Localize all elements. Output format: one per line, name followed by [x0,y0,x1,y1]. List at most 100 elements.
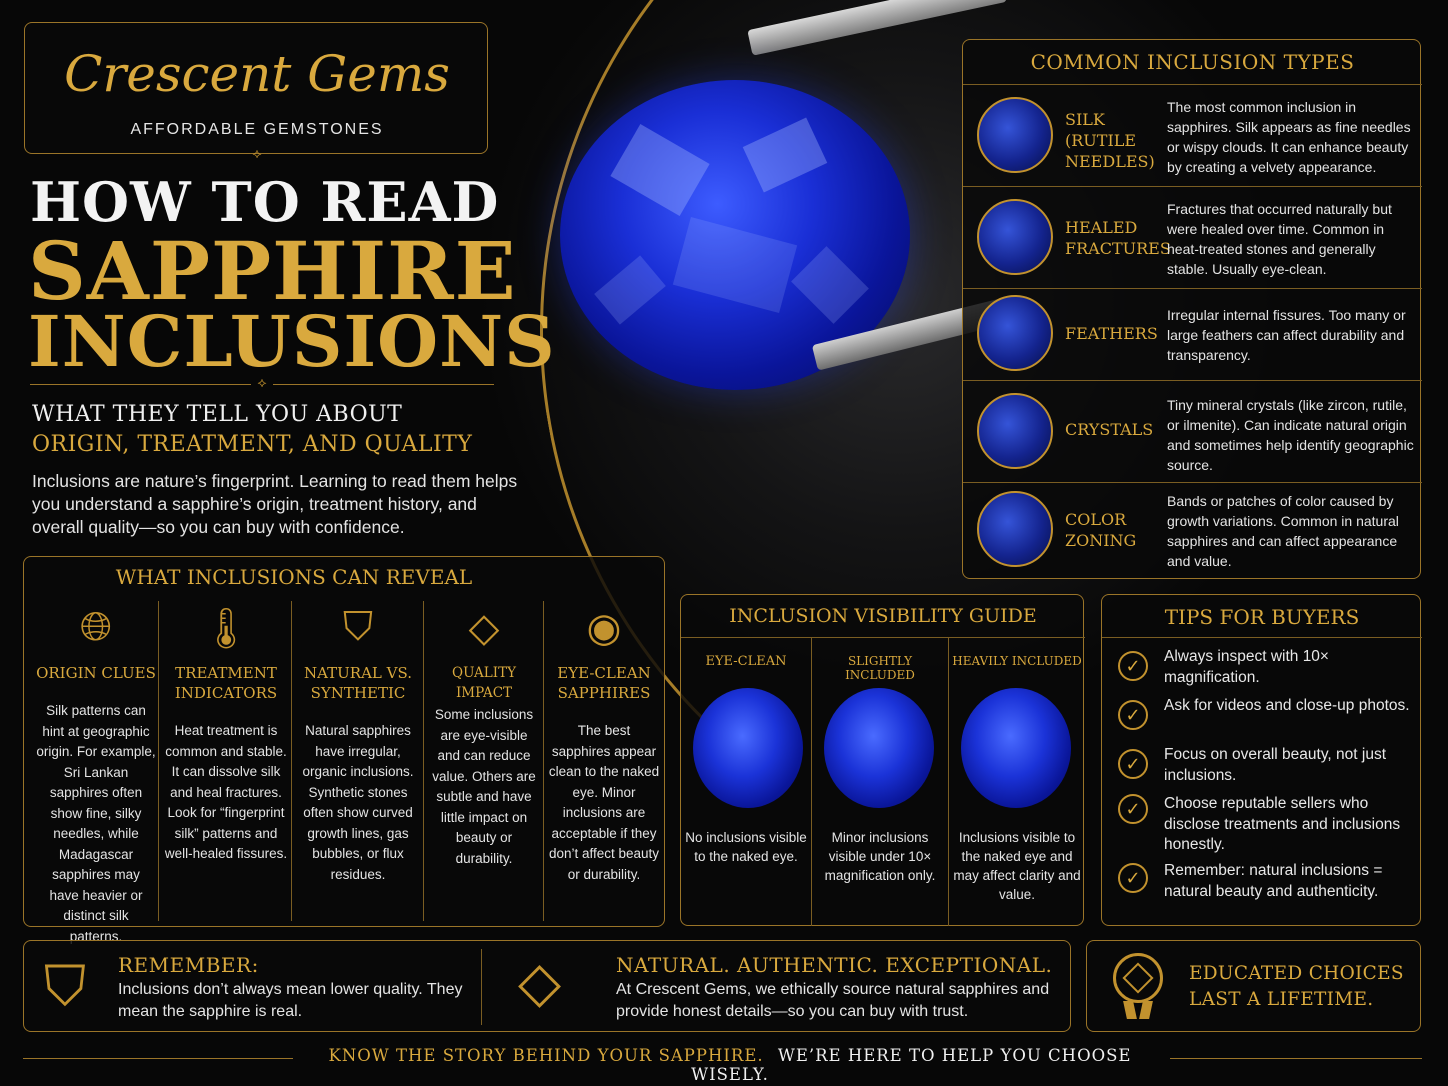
column-divider [948,638,949,926]
visibility-level: EYE-CLEAN No inclusions visible to the n… [681,638,811,926]
reveal-item: 🌐︎ ORIGIN CLUES Silk patterns can hint a… [32,601,160,944]
educated-choices-panel: EDUCATED CHOICES LAST A LIFETIME. [1086,940,1421,1032]
thermometer-icon: 🌡︎ [200,607,252,651]
inclusion-type-row: FEATHERS Irregular internal fissures. To… [963,288,1422,380]
title-divider [681,637,1085,638]
visibility-level-name: EYE-CLEAN [705,654,787,669]
what-inclusions-can-reveal-panel: WHAT INCLUSIONS CAN REVEAL 🌐︎ ORIGIN CLU… [23,556,665,944]
reveal-item: ◇ QUALITY IMPACT Some inclusions are eye… [424,601,544,923]
headline-line2: SAPPHIRE [28,224,517,318]
inclusion-type-description: Irregular internal fissures. Too many or… [1167,307,1406,363]
inclusion-type-row: COLOR ZONING Bands or patches of color c… [963,482,1422,578]
inclusion-type-name: HEALED FRACTURES [1065,218,1171,258]
crystal-inclusion-icon [977,393,1053,469]
tips-for-buyers-panel: TIPS FOR BUYERS ✓ Always inspect with 10… [1101,594,1422,926]
inclusion-type-name: COLOR ZONING [1065,510,1137,550]
ribbon-left-icon [1123,1001,1137,1019]
reveal-item: ⛉ NATURAL VS. SYNTHETIC Natural sapphire… [292,601,424,923]
eye-icon: ◉ [586,606,622,650]
headline-ornament: ⟡ [30,374,494,391]
tip-text: Focus on overall beauty, not just inclus… [1164,746,1387,784]
visibility-level-description: Minor inclusions visible under 10× magni… [824,830,936,883]
column-divider [291,601,292,921]
heavily-included-sapphire-image [961,688,1071,808]
footer-rule-right [1170,1058,1422,1059]
visibility-level-description: No inclusions visible to the naked eye. [685,830,807,864]
feather-inclusion-icon [977,295,1053,371]
footer-text: KNOW THE STORY BEHIND YOUR SAPPHIRE. WE’… [290,1046,1170,1084]
tip-text: Always inspect with 10× magnification. [1164,648,1329,686]
panel-title: INCLUSION VISIBILITY GUIDE [729,605,1037,627]
award-badge-icon [1113,953,1163,1003]
educated-line2: LAST A LIFETIME. [1189,989,1374,1010]
panel-title: WHAT INCLUSIONS CAN REVEAL [115,565,473,589]
remember-text: Inclusions don’t always mean lower quali… [118,981,463,1020]
reveal-item-name: EYE-CLEAN SAPPHIRES [557,664,651,702]
slightly-included-sapphire-image [824,688,934,808]
subheading-line2: ORIGIN, TREATMENT, AND QUALITY [32,432,473,457]
reveal-item-name: TREATMENT INDICATORS [174,664,278,702]
remember-title: REMEMBER: [118,953,259,977]
inclusion-visibility-guide-panel: INCLUSION VISIBILITY GUIDE EYE-CLEAN No … [680,594,1085,926]
diamond-icon: ◇ [468,606,500,650]
column-divider [811,638,812,926]
column-divider [543,601,544,921]
reveal-item: ◉ EYE-CLEAN SAPPHIRES The best sapphires… [544,601,664,923]
logo-box: Crescent Gems AFFORDABLE GEMSTONES ⟡ [24,22,488,161]
check-icon: ✓ [1118,749,1148,779]
footer-part1: KNOW THE STORY BEHIND YOUR SAPPHIRE. [328,1046,764,1065]
intro-text: Inclusions are nature’s fingerprint. Lea… [32,471,518,537]
inclusion-type-row: CRYSTALS Tiny mineral crystals (like zir… [963,380,1422,482]
panel-title: TIPS FOR BUYERS [1164,605,1360,629]
visibility-level-name: HEAVILY INCLUDED [952,654,1082,668]
natural-title: NATURAL. AUTHENTIC. EXCEPTIONAL. [616,953,1053,977]
reveal-item-description: Some inclusions are eye-visible and can … [432,707,536,866]
footer-rule-left [23,1058,293,1059]
check-icon: ✓ [1118,863,1148,893]
visibility-level-name: SLIGHTLY INCLUDED [845,654,915,682]
check-icon: ✓ [1118,700,1148,730]
educated-line1: EDUCATED CHOICES [1189,963,1404,984]
shield-check-icon: ⛉ [343,605,373,649]
inclusion-type-name: FEATHERS [1065,324,1158,343]
inclusion-type-description: Tiny mineral crystals (like zircon, ruti… [1167,397,1414,473]
inclusion-type-description: Fractures that occurred naturally but we… [1167,201,1392,277]
check-icon: ✓ [1118,651,1148,681]
globe-icon: 🌐︎ [80,605,112,649]
brand-name: Crescent Gems [64,45,450,103]
reveal-item-name: NATURAL VS. SYNTHETIC [304,664,412,702]
inclusion-type-name: SILK (RUTILE NEEDLES) [1065,110,1155,171]
banner-divider [481,949,482,1025]
eye-clean-sapphire-image [693,688,803,808]
column-divider [158,601,159,921]
tip-text: Choose reputable sellers who disclose tr… [1164,795,1401,853]
reveal-item-description: Natural sapphires have irregular, organi… [302,723,414,882]
inclusion-type-name: CRYSTALS [1065,420,1154,439]
educated-choices-text: EDUCATED CHOICES LAST A LIFETIME. [1189,961,1419,1013]
reveal-item-description: Silk patterns can hint at geographic ori… [36,703,156,944]
shield-check-icon: ⛉ [44,954,86,1017]
reveal-item-description: The best sapphires appear clean to the n… [548,723,660,882]
check-icon: ✓ [1118,794,1148,824]
common-inclusion-types-panel: COMMON INCLUSION TYPES SILK (RUTILE NEED… [962,39,1422,579]
diamond-icon: ◇ [518,950,562,1013]
visibility-level: SLIGHTLY INCLUDED Minor inclusions visib… [812,638,948,926]
title-divider [1102,637,1422,638]
tip-text: Remember: natural inclusions = natural b… [1164,862,1383,900]
headline-line3: INCLUSIONS [28,300,556,383]
ornament-divider: ⟡ [252,145,262,161]
reveal-item-name: QUALITY IMPACT [452,665,516,701]
inclusion-type-description: Bands or patches of color caused by grow… [1167,493,1399,569]
panel-title: COMMON INCLUSION TYPES [1030,50,1355,74]
reveal-item-description: Heat treatment is common and stable. It … [164,723,288,861]
reveal-item: 🌡︎ TREATMENT INDICATORS Heat treatment i… [160,601,292,923]
subheading-line1: WHAT THEY TELL YOU ABOUT [32,402,403,427]
visibility-level: HEAVILY INCLUDED Inclusions visible to t… [949,638,1085,926]
ribbon-right-icon [1139,1001,1153,1019]
inclusion-type-row: HEALED FRACTURES Fractures that occurred… [963,186,1422,288]
reveal-item-name: ORIGIN CLUES [36,664,156,682]
visibility-level-description: Inclusions visible to the naked eye and … [953,830,1081,902]
headline-line1: HOW TO READ [30,170,500,234]
inclusion-type-row: SILK (RUTILE NEEDLES) The most common in… [963,84,1422,186]
inclusion-type-description: The most common inclusion in sapphires. … [1167,99,1411,175]
